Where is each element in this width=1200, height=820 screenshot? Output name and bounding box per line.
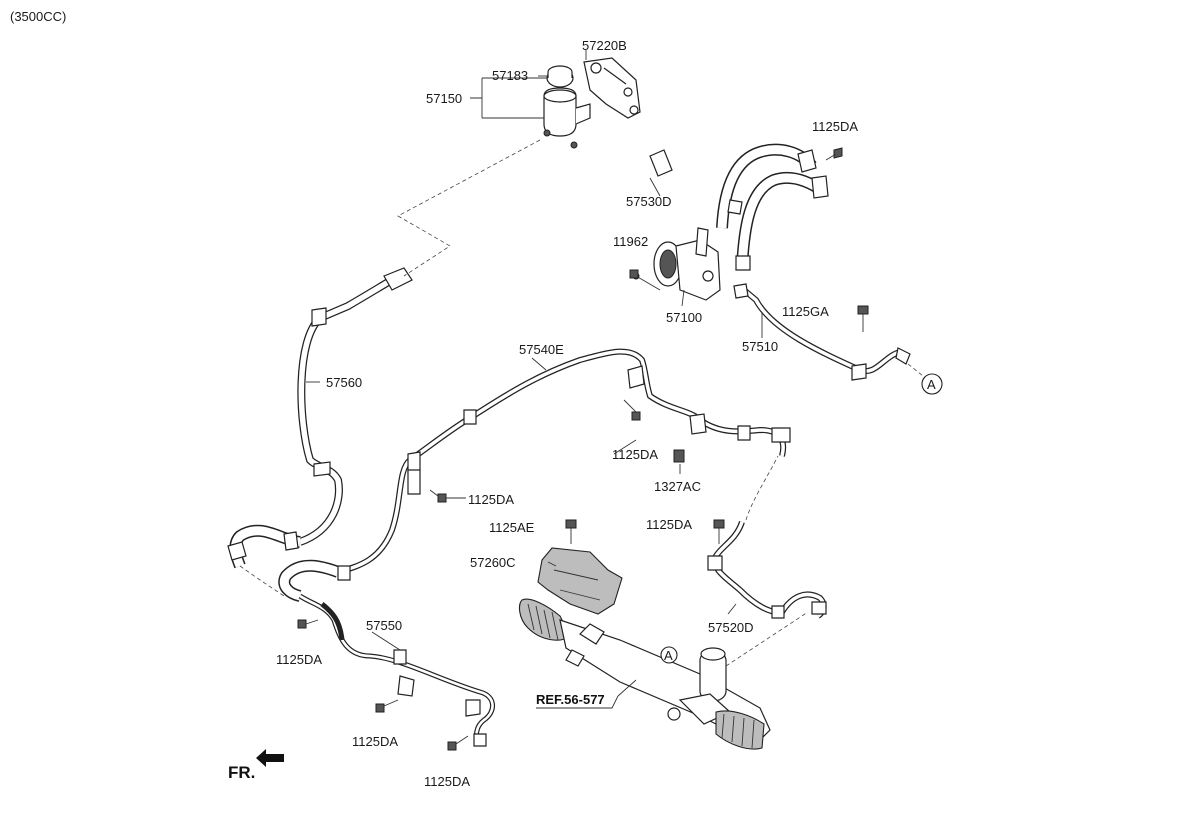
connector-a-gear: A: [660, 646, 678, 664]
label-nut-mid: 1327AC: [654, 479, 701, 494]
label-return-tube: 57540E: [519, 342, 564, 357]
label-suction-hose: 57530D: [626, 194, 672, 209]
connector-a: A: [921, 373, 943, 395]
pressure-tube: [707, 520, 827, 619]
steering-gear: [518, 598, 771, 750]
label-bolt-mid-a: 1125DA: [612, 447, 658, 462]
return-tube: [278, 348, 791, 602]
label-bolt-pressure: 1125GA: [782, 304, 829, 319]
label-bolt-top-right: 1125DA: [812, 119, 858, 134]
label-cooler-line: 57560: [326, 375, 362, 390]
cooler-tube: [298, 593, 495, 747]
label-heat-shield: 57260C: [470, 555, 516, 570]
label-bolt-left: 1125DA: [276, 652, 322, 667]
heat-shield: [537, 547, 623, 615]
connector-circle-icon: [921, 373, 943, 395]
label-bolt-heat-shield: 1125AE: [489, 520, 535, 535]
label-bolt-bottom-a: 1125DA: [352, 734, 398, 749]
label-pressure-hose: 57510: [742, 339, 778, 354]
label-reservoir-cap: 57183: [492, 68, 528, 83]
reservoir-assembly: [543, 57, 641, 149]
label-bolt-right-mid: 1125DA: [646, 517, 692, 532]
svg-text:FR.: FR.: [228, 763, 255, 782]
label-reservoir: 57150: [426, 91, 462, 106]
label-pressure-tube: 57520D: [708, 620, 754, 635]
label-pump: 57100: [666, 310, 702, 325]
label-reservoir-bracket: 57220B: [582, 38, 627, 53]
connector-circle-icon: [660, 646, 678, 664]
pressure-hose-upper: [716, 143, 911, 381]
label-bolt-mid-b: 1125DA: [468, 492, 514, 507]
label-cooler-tube: 57550: [366, 618, 402, 633]
bolts: [297, 147, 869, 751]
cooler-line: [227, 267, 413, 569]
svg-text:A: A: [927, 377, 936, 392]
label-bolt-pump: 11962: [613, 234, 648, 249]
suction-hose: [575, 146, 702, 221]
engine-variant-label: (3500CC): [10, 9, 66, 24]
front-indicator: FR.: [228, 749, 284, 782]
front-direction-arrow-icon: [256, 749, 284, 767]
power-steering-pump: [632, 227, 721, 301]
leader-lines: [306, 50, 763, 697]
label-bolt-bottom-b: 1125DA: [424, 774, 470, 789]
svg-text:A: A: [664, 648, 673, 663]
label-reference: REF.56-577: [536, 692, 605, 707]
